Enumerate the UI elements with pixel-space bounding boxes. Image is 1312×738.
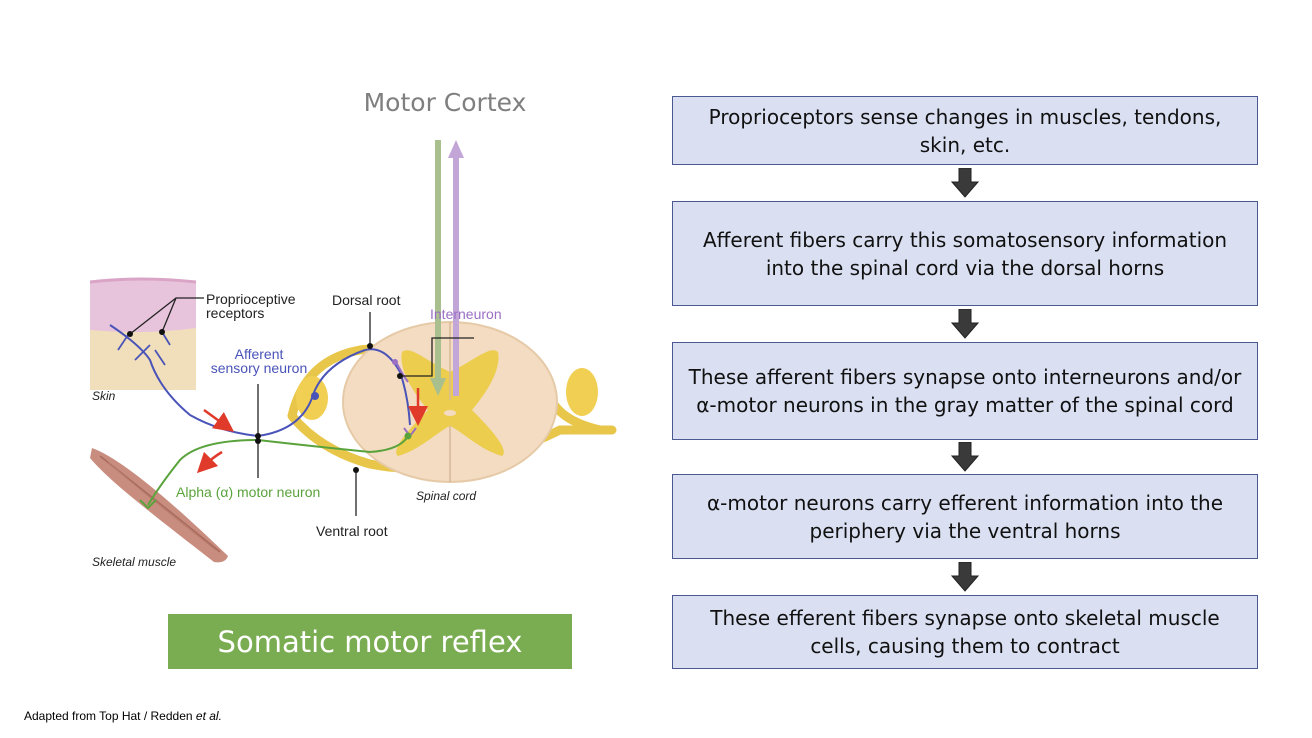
flow-step-5: These efferent fibers synapse onto skele… <box>672 595 1258 669</box>
ascending-arrow-head <box>448 140 464 158</box>
afferent-label-line2: sensory neuron <box>211 360 308 376</box>
citation: Adapted from Top Hat / Redden et al. <box>24 709 222 723</box>
motor-cortex-label: Motor Cortex <box>363 88 527 117</box>
reflex-title-text: Somatic motor reflex <box>217 624 523 659</box>
alpha-motor-neuron-label: Alpha (α) motor neuron <box>176 484 320 500</box>
proprioceptive-label-line2: receptors <box>206 305 264 321</box>
descending-arrow-head <box>430 378 446 396</box>
receptor-dot-2 <box>159 329 165 335</box>
flow-arrow-3 <box>951 442 979 472</box>
reflex-title-banner: Somatic motor reflex <box>168 614 572 669</box>
skeletal-muscle-illustration <box>90 448 228 563</box>
spinal-cord-label: Spinal cord <box>416 489 476 503</box>
flow-step-2: Afferent fibers carry this somatosensory… <box>672 201 1258 306</box>
afferent-label-line1: Afferent <box>235 346 284 362</box>
flow-step-3: These afferent fibers synapse onto inter… <box>672 342 1258 440</box>
interneuron-cell <box>392 359 398 365</box>
flow-step-2-text: Afferent fibers carry this somatosensory… <box>702 227 1228 280</box>
skin-illustration <box>89 277 197 390</box>
citation-text: Adapted from Top Hat / Redden <box>24 709 196 723</box>
reflex-arc-diagram: Proprioceptive receptors Dorsal root Int… <box>89 140 617 569</box>
flow-step-1: Proprioceptors sense changes in muscles,… <box>672 96 1258 165</box>
ventral-root-dot <box>353 467 359 473</box>
flow-step-3-text: These afferent fibers synapse onto inter… <box>688 365 1242 417</box>
afferent-direction-arrow <box>203 408 235 432</box>
proprioceptive-label-line1: Proprioceptive <box>206 291 296 307</box>
receptor-leader-2 <box>161 297 177 333</box>
citation-emphasis: et al. <box>195 709 222 723</box>
flow-step-1-text: Proprioceptors sense changes in muscles,… <box>708 104 1222 157</box>
interneuron-leader <box>400 337 474 377</box>
spinal-cord-illustration <box>287 321 617 483</box>
receptor-dot-1 <box>127 331 133 337</box>
dorsal-root-dot <box>367 343 373 349</box>
skeletal-muscle-label: Skeletal muscle <box>92 555 176 569</box>
ventral-root-label: Ventral root <box>316 523 388 539</box>
flow-arrow-4 <box>951 562 979 592</box>
flow-step-4-text: α-motor neurons carry efferent informati… <box>706 490 1224 543</box>
flow-step-5-text: These efferent fibers synapse onto skele… <box>710 606 1220 658</box>
interneuron-label: Interneuron <box>430 306 502 322</box>
skin-label: Skin <box>92 389 116 403</box>
efferent-direction-arrow <box>196 450 223 474</box>
motor-junction-dot <box>255 438 261 444</box>
flow-arrow-1 <box>951 168 979 198</box>
flow-step-4: α-motor neurons carry efferent informati… <box>672 474 1258 559</box>
flow-arrow-2 <box>951 309 979 339</box>
interneuron-dot <box>397 373 403 379</box>
dorsal-root-label: Dorsal root <box>332 292 401 308</box>
afferent-junction-dot <box>255 433 261 439</box>
